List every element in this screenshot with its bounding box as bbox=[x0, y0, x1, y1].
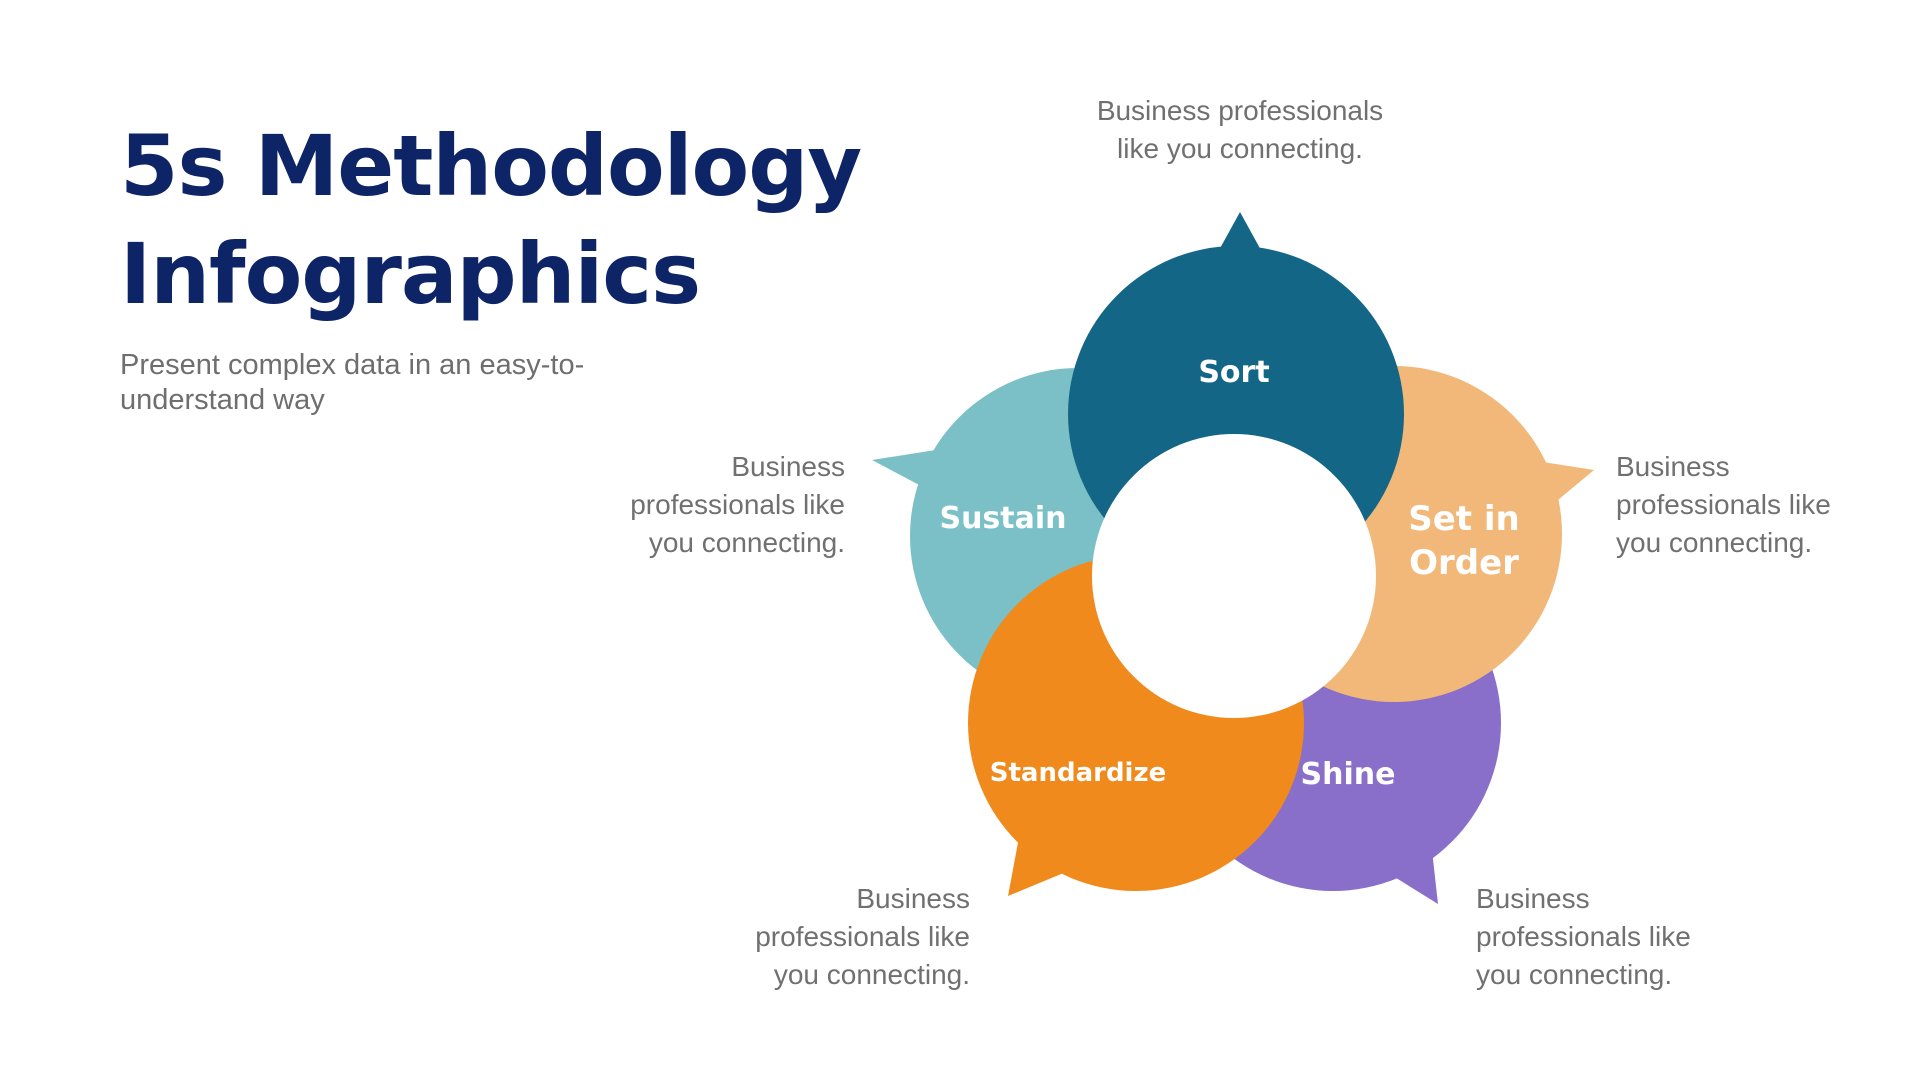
note-set-in-order: Business professionals like you connecti… bbox=[1616, 451, 1831, 558]
page-title: 5s Methodology Infographics bbox=[120, 112, 862, 328]
page-subtitle: Present complex data in an easy-to-under… bbox=[120, 349, 585, 416]
label-standardize: Standardize bbox=[990, 758, 1166, 788]
note-shine: Business professionals like you connecti… bbox=[1476, 883, 1691, 990]
petal-sustain-pointer bbox=[872, 448, 948, 496]
label-set-in-order-line-1: Set in bbox=[1408, 499, 1520, 539]
note-sustain: Business professionals like you connecti… bbox=[630, 451, 845, 558]
petal-standardize-pointer bbox=[1008, 832, 1066, 896]
petal-sort-pointer bbox=[1218, 212, 1262, 252]
title-line-2: Infographics bbox=[120, 225, 701, 323]
label-sustain: Sustain bbox=[939, 501, 1066, 536]
note-sort: Business professionals like you connecti… bbox=[1096, 95, 1384, 164]
note-standardize: Business professionals like you connecti… bbox=[755, 883, 970, 990]
title-line-1: 5s Methodology bbox=[120, 117, 862, 215]
label-shine: Shine bbox=[1301, 757, 1396, 792]
petal-set-in-order-pointer bbox=[1530, 460, 1594, 510]
label-set-in-order-line-2: Order bbox=[1409, 543, 1519, 583]
petal-shine-pointer bbox=[1380, 832, 1438, 904]
center-circle bbox=[1092, 434, 1376, 718]
label-sort: Sort bbox=[1198, 355, 1269, 390]
